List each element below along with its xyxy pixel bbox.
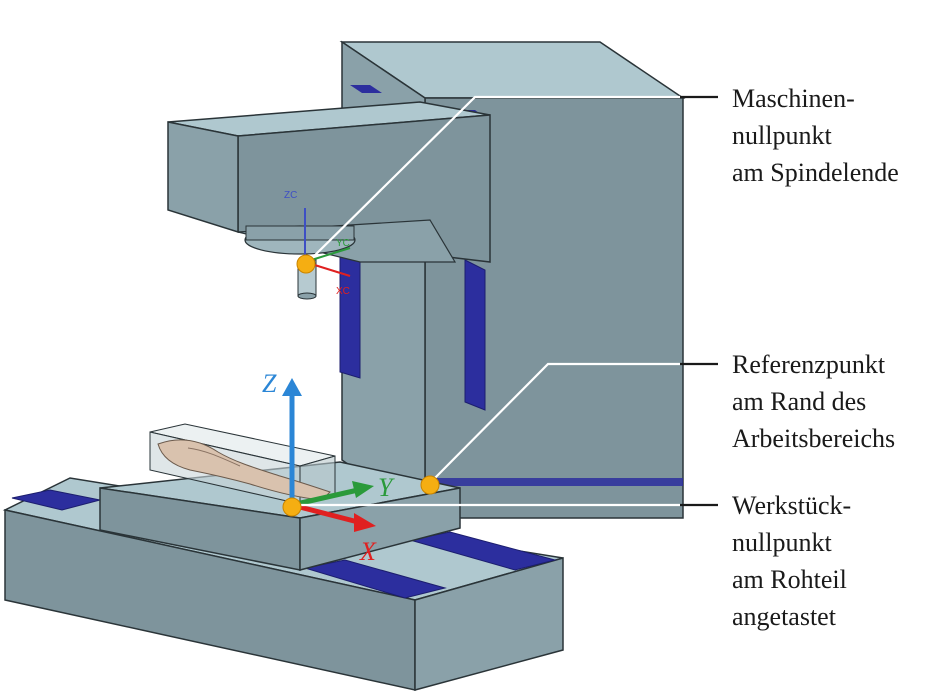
spindle-axis-y-label: YC bbox=[336, 238, 350, 249]
axis-z-label: Z bbox=[262, 369, 277, 398]
axis-x-label: X bbox=[359, 537, 377, 566]
workpiece-line-3: am Rohteil bbox=[732, 565, 847, 594]
reference-line-3: Arbeitsbereichs bbox=[732, 424, 895, 453]
machine-zero-line-3: am Spindelende bbox=[732, 158, 899, 187]
workpiece-line-4: angetastet bbox=[732, 602, 837, 631]
workpiece-line-2: nullpunkt bbox=[732, 528, 832, 557]
leader-lines bbox=[292, 95, 718, 507]
reference-line-2: am Rand des bbox=[732, 387, 866, 416]
machine-zero-line-1: Maschinen- bbox=[732, 84, 855, 113]
spindle-axis-z-label: ZC bbox=[284, 190, 297, 201]
reference-point bbox=[420, 475, 440, 495]
workpiece bbox=[149, 423, 336, 505]
machine-zero-line-2: nullpunkt bbox=[732, 121, 832, 150]
x-arrow-head bbox=[354, 513, 376, 532]
reference-line-1: Referenzpunkt bbox=[732, 350, 886, 379]
z-arrow-head bbox=[282, 378, 302, 396]
workpiece-zero-point bbox=[282, 497, 302, 517]
callout-machine-zero: Maschinen- nullpunkt am Spindelende bbox=[732, 84, 899, 187]
spindle-head: ZC YC XC bbox=[167, 101, 491, 300]
workpiece-coordinate-system: Z Y X bbox=[262, 369, 395, 566]
spindle-axis-x-label: XC bbox=[336, 286, 350, 297]
callout-workpiece-zero: Werkstück- nullpunkt am Rohteil angetast… bbox=[732, 491, 851, 631]
machine-zero-point bbox=[296, 254, 316, 274]
y-arrow-head bbox=[352, 481, 374, 498]
workpiece-line-1: Werkstück- bbox=[732, 491, 851, 520]
axis-y-label: Y bbox=[378, 473, 395, 502]
callout-reference-point: Referenzpunkt am Rand des Arbeitsbereich… bbox=[732, 350, 895, 453]
